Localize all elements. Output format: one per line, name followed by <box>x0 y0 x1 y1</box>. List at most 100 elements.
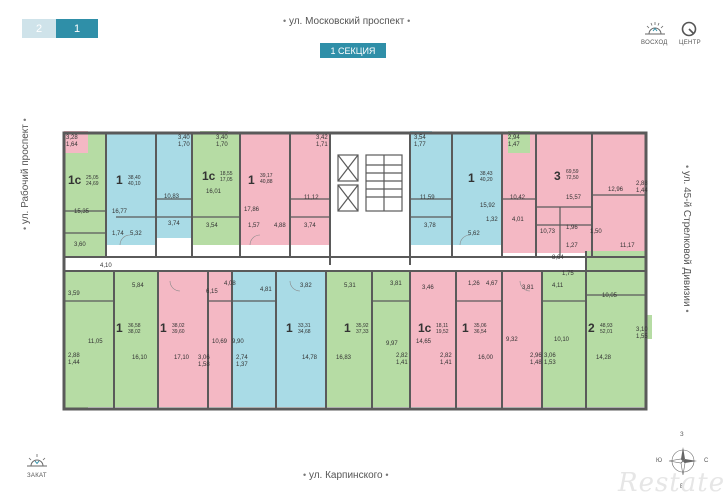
apt-area-1: 69,59 <box>566 169 579 175</box>
label: 16,10 <box>132 355 148 361</box>
apt-number: 1 <box>344 321 351 335</box>
label: 2,88 <box>636 181 648 187</box>
compass-s: В <box>680 484 685 490</box>
label: 1,47 <box>508 142 520 148</box>
sunrise-label: ВОСХОД <box>641 40 668 46</box>
label: 3,46 <box>422 285 434 291</box>
label: 17,86 <box>244 207 260 213</box>
label: 17,10 <box>174 355 190 361</box>
label: 1,64 <box>66 142 78 148</box>
label: 16,01 <box>206 189 222 195</box>
label: 16,77 <box>112 209 128 215</box>
label: 1,96 <box>566 225 578 231</box>
label: 4,10 <box>100 263 112 269</box>
apt-area-2: 40,20 <box>480 177 493 183</box>
label: 2,82 <box>440 353 452 359</box>
label: 15,57 <box>566 195 582 201</box>
apt-area-1: 48,93 <box>600 323 613 329</box>
floor-plan-walls <box>62 131 652 411</box>
apt-number: 1 <box>468 171 475 185</box>
label: 3,40 <box>216 135 228 141</box>
apt-area-1: 39,17 <box>260 173 273 179</box>
label: 1,27 <box>566 243 578 249</box>
label: 1,53 <box>544 360 556 366</box>
sunrise-icon <box>645 22 665 35</box>
apt-area-1: 33,31 <box>298 323 311 329</box>
apt-number: 1с <box>418 321 432 335</box>
label: 2,88 <box>68 353 80 359</box>
street-left-text: ул. Рабочий проспект <box>20 124 31 225</box>
label: 14,78 <box>302 355 318 361</box>
apt-number: 1 <box>116 321 123 335</box>
label: 5,84 <box>132 283 144 289</box>
compass-n: З <box>680 432 684 438</box>
label: 3,06 <box>544 353 556 359</box>
label: 9,90 <box>232 339 244 345</box>
apt-area-2: 24,69 <box>86 181 99 187</box>
label: 4,81 <box>260 287 272 293</box>
label: 3,78 <box>424 223 436 229</box>
label: 16,83 <box>336 355 352 361</box>
apt-area-2: 34,68 <box>298 329 311 335</box>
label: 1,58 <box>198 362 210 368</box>
label: 9,32 <box>506 337 518 343</box>
label: 15,92 <box>480 203 496 209</box>
center-label: ЦЕНТР <box>679 40 701 46</box>
apt-area-2: 36,54 <box>474 329 487 335</box>
apt-number: 1с <box>202 169 216 183</box>
label: 6,15 <box>206 289 218 295</box>
label: 10,05 <box>602 293 618 299</box>
street-left-label: • ул. Рабочий проспект • <box>20 118 31 230</box>
label: 4,01 <box>512 217 524 223</box>
label: 1,75 <box>562 271 574 277</box>
label: 11,17 <box>620 243 635 249</box>
apt-number: 1 <box>116 173 123 187</box>
label: 10,42 <box>510 195 526 201</box>
label: 1,77 <box>414 142 426 148</box>
center-icon <box>681 21 697 37</box>
street-top-text: ул. Московский проспект <box>288 16 405 27</box>
label: 14,28 <box>596 355 612 361</box>
label: 3,81 <box>390 281 402 287</box>
apt-area-1: 18,11 <box>436 323 449 329</box>
brand-watermark: Restate <box>618 468 725 498</box>
street-bottom-text: ул. Карпинского <box>308 470 383 481</box>
label: 1,57 <box>248 223 260 229</box>
label: 1,55 <box>636 334 648 340</box>
label: 11,05 <box>88 339 103 345</box>
apt-area-1: 35,92 <box>356 323 369 329</box>
label: 3,74 <box>168 221 180 227</box>
apt-area-1: 38,02 <box>172 323 185 329</box>
label: 4,88 <box>274 223 286 229</box>
tab-section-2[interactable]: 2 <box>22 19 56 38</box>
label: 1,32 <box>486 217 498 223</box>
label: 12,96 <box>608 187 624 193</box>
label: 2,74 <box>236 355 248 361</box>
label: 3,54 <box>206 223 218 229</box>
apt-area-2: 19,52 <box>436 329 449 335</box>
label: 3,81 <box>522 285 534 291</box>
floor-plan: 3,28 1,64 1с 25,05 24,69 15,35 3,60 4,10… <box>60 125 660 425</box>
street-bottom-label: • ул. Карпинского • <box>303 470 389 481</box>
section-badge: 1 СЕКЦИЯ <box>320 43 386 58</box>
apt-number: 1 <box>462 321 469 335</box>
apt-area-1: 25,05 <box>86 175 99 181</box>
apt-area-2: 52,01 <box>600 329 613 335</box>
street-top-label: • ул. Московский проспект • <box>283 16 411 27</box>
apt-area-2: 37,33 <box>356 329 369 335</box>
apt-number: 1с <box>68 173 82 187</box>
apt-area-2: 17,05 <box>220 177 233 183</box>
label: 4,11 <box>552 283 564 289</box>
compass-rose-icon <box>668 447 697 476</box>
label: 3,59 <box>68 291 80 297</box>
section-tabs: 2 1 <box>22 19 98 38</box>
label: 5,62 <box>468 231 480 237</box>
label: 10,69 <box>212 339 228 345</box>
apt-area-1: 38,43 <box>480 171 493 177</box>
compass-e: С <box>704 458 709 464</box>
label: 4,67 <box>486 281 498 287</box>
apt-area-2: 38,02 <box>128 329 141 335</box>
label: 3,06 <box>198 355 210 361</box>
tab-section-1[interactable]: 1 <box>56 19 98 38</box>
label: 1,44 <box>636 188 648 194</box>
